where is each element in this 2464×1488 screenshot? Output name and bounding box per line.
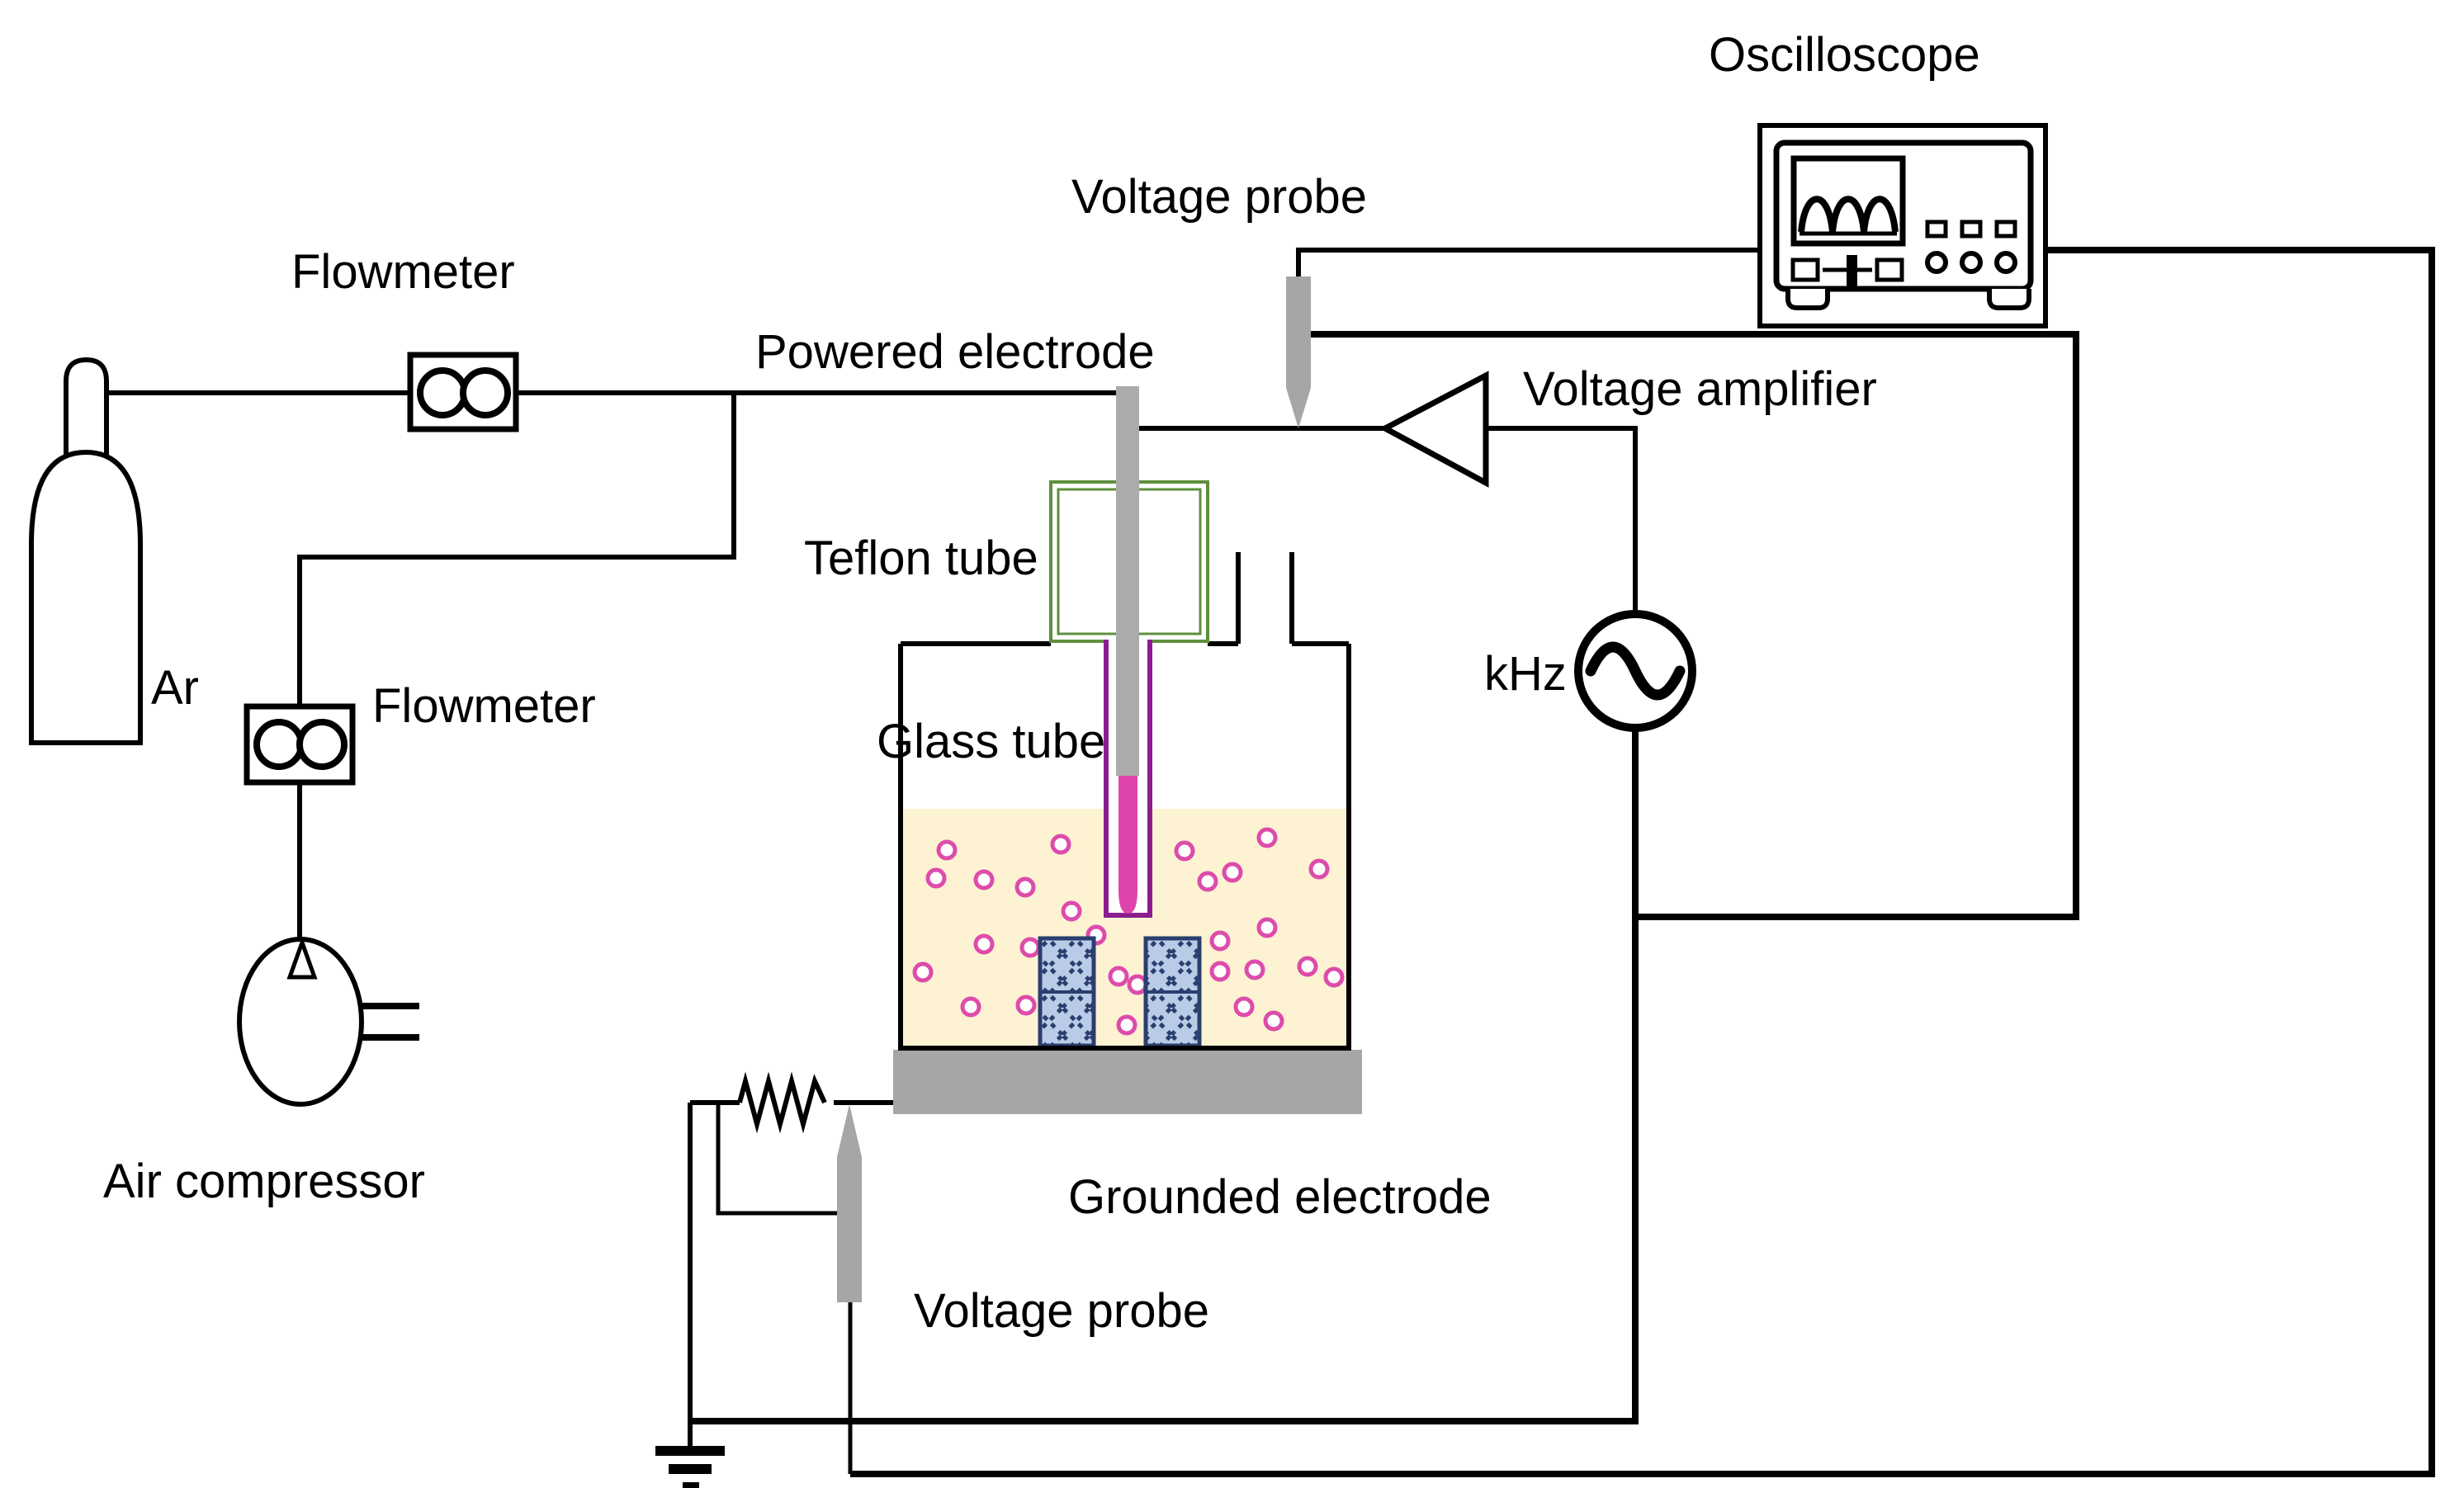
bubble [1222,862,1243,883]
voltage-probe-top-icon [1286,276,1311,428]
compressor-outlet [362,1003,419,1041]
label-oscilloscope: Oscilloscope [1709,28,1980,82]
amp-input-wire [1486,426,1638,614]
label-flowmeter-top: Flowmeter [291,245,515,299]
khz-source-icon [1574,610,1696,732]
source-return-wire [690,728,1639,1424]
packing-block-right [1143,936,1202,1048]
bubble [1233,996,1255,1018]
compressor-valve [286,936,318,980]
ar-cylinder-icon [29,357,143,745]
bubble [1174,840,1195,862]
bubble [1014,876,1036,898]
bubble [1116,1014,1137,1036]
bubble [925,867,947,889]
bubble [1323,966,1345,988]
scope-control [1875,257,1904,282]
bubble [960,996,981,1018]
scope-foot [1785,289,1830,310]
ground-bar-1 [655,1446,725,1456]
wiring [106,247,2435,1477]
oscilloscope-icon [1757,123,2048,328]
flowmeter-top-icon [407,352,519,432]
cylinder-neck [64,357,109,465]
bubble [973,869,995,890]
reactor-vessel [898,552,1351,1051]
bubble [1209,930,1231,952]
monitor-tap-wire [1311,331,2079,920]
flowmeter-circle [460,367,511,418]
bubble [973,933,995,955]
ground-bar-2 [669,1464,712,1474]
flowmeter-circle [296,719,348,770]
bubble [1197,871,1218,892]
bubble [1244,959,1265,980]
bubbles-group [912,827,1345,1036]
bubble [1256,827,1278,848]
scope-foot [1987,289,2031,310]
compressor-body [237,937,364,1107]
probe1-to-scope-wire [1296,248,1760,279]
bubble [1256,917,1278,938]
voltage-amplifier-icon [1379,371,1489,488]
scope-waveform [1798,196,1899,233]
scope-knob [1994,251,2017,274]
earth-ground-icon [655,1446,725,1488]
scope-knob [1925,251,1948,274]
label-voltage-probe-top: Voltage probe [1071,170,1367,224]
bubble [1308,858,1330,880]
bubble [1019,937,1041,958]
scope-button [1994,220,2017,239]
scope-knob [1960,251,1983,274]
label-voltage-probe-bottom: Voltage probe [914,1284,1209,1338]
bubble [1209,961,1231,982]
scope-button [1925,220,1948,239]
scope-to-probe2-wire [850,247,2435,1477]
bubble [1127,974,1148,995]
voltage-probe-bottom-icon [837,1104,862,1302]
flowmeter-circle [417,367,468,418]
bubble [1061,900,1082,922]
label-flowmeter-bottom: Flowmeter [372,679,596,733]
label-khz: kHz [1484,647,1567,701]
label-air-compressor: Air compressor [103,1155,425,1208]
label-powered-electrode: Powered electrode [755,325,1155,379]
bubble [936,839,958,861]
bubble [1108,966,1129,987]
resistor-icon [737,1071,827,1134]
label-voltage-amplifier: Voltage amplifier [1523,362,1877,416]
plasma-column [1118,776,1137,914]
label-ar: Ar [151,661,199,715]
scope-control [1790,257,1820,282]
cylinder-body [29,449,143,745]
probe2-ground-clip-wire [716,1103,837,1216]
label-glass-tube: Glass tube [877,715,1105,768]
powered-electrode-rod [1116,386,1139,776]
bubble [1263,1010,1284,1032]
flowmeter-circle [253,719,305,770]
ground-bar-3 [683,1482,699,1488]
bubble [912,961,934,983]
bubble [1015,994,1037,1016]
bubble [1050,834,1071,855]
grounded-electrode-plate [893,1050,1362,1114]
bubble [1297,956,1318,977]
flowmeter-bottom-icon [244,703,356,786]
compressor-branch-wire [297,393,736,942]
scope-slider-knob [1847,255,1857,286]
ground-node-wire [688,1100,896,1449]
scope-button [1960,220,1983,239]
label-grounded-electrode: Grounded electrode [1068,1170,1492,1224]
packing-block-left [1038,936,1096,1048]
label-teflon-tube: Teflon tube [804,531,1038,585]
sine-wave-glyph [1585,641,1686,701]
air-compressor-icon [237,936,419,1107]
